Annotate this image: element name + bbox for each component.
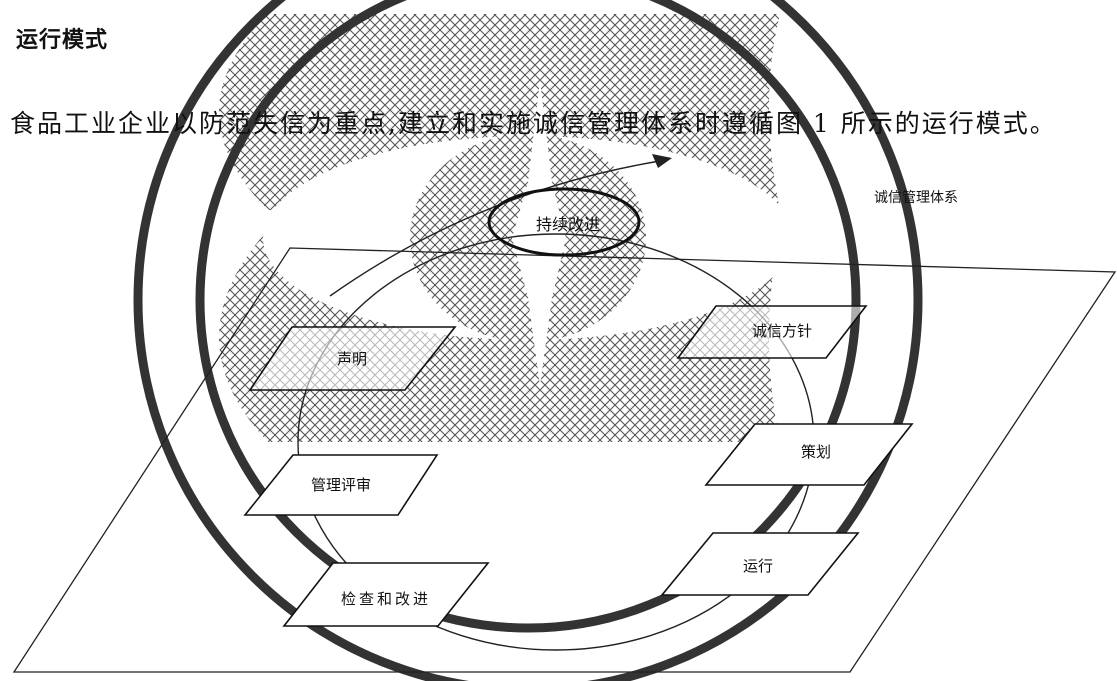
improvement-arrow <box>329 159 667 297</box>
improvement-arrowhead <box>652 154 672 168</box>
step-check-improve: 检查和改进 <box>282 562 490 627</box>
step-operation: 运行 <box>660 532 860 596</box>
step-label: 运行 <box>743 557 773 575</box>
continuous-improvement-ellipse <box>487 187 641 257</box>
step-label: 检查和改进 <box>341 590 431 608</box>
step-policy: 诚信方针 <box>676 305 868 359</box>
step-label: 诚信方针 <box>752 322 812 340</box>
seal-rings <box>133 0 923 681</box>
step-label: 策划 <box>801 443 831 461</box>
body-paragraph: 食品工业企业以防范失信为重点,建立和实施诚信管理体系时遵循图 1 所示的运行模式… <box>10 109 1057 138</box>
step-declaration: 声明 <box>248 326 457 391</box>
step-management-review: 管理评审 <box>243 454 439 516</box>
continuous-improvement-label: 持续改进 <box>536 215 600 234</box>
section-heading: 运行模式 <box>16 28 109 53</box>
step-planning: 策划 <box>704 423 914 486</box>
system-label: 诚信管理体系 <box>874 190 958 206</box>
seal-watermark <box>133 0 923 681</box>
step-label: 声明 <box>337 350 367 368</box>
system-plane <box>12 247 1117 673</box>
step-label: 管理评审 <box>311 476 371 494</box>
star-ornament <box>512 80 566 386</box>
